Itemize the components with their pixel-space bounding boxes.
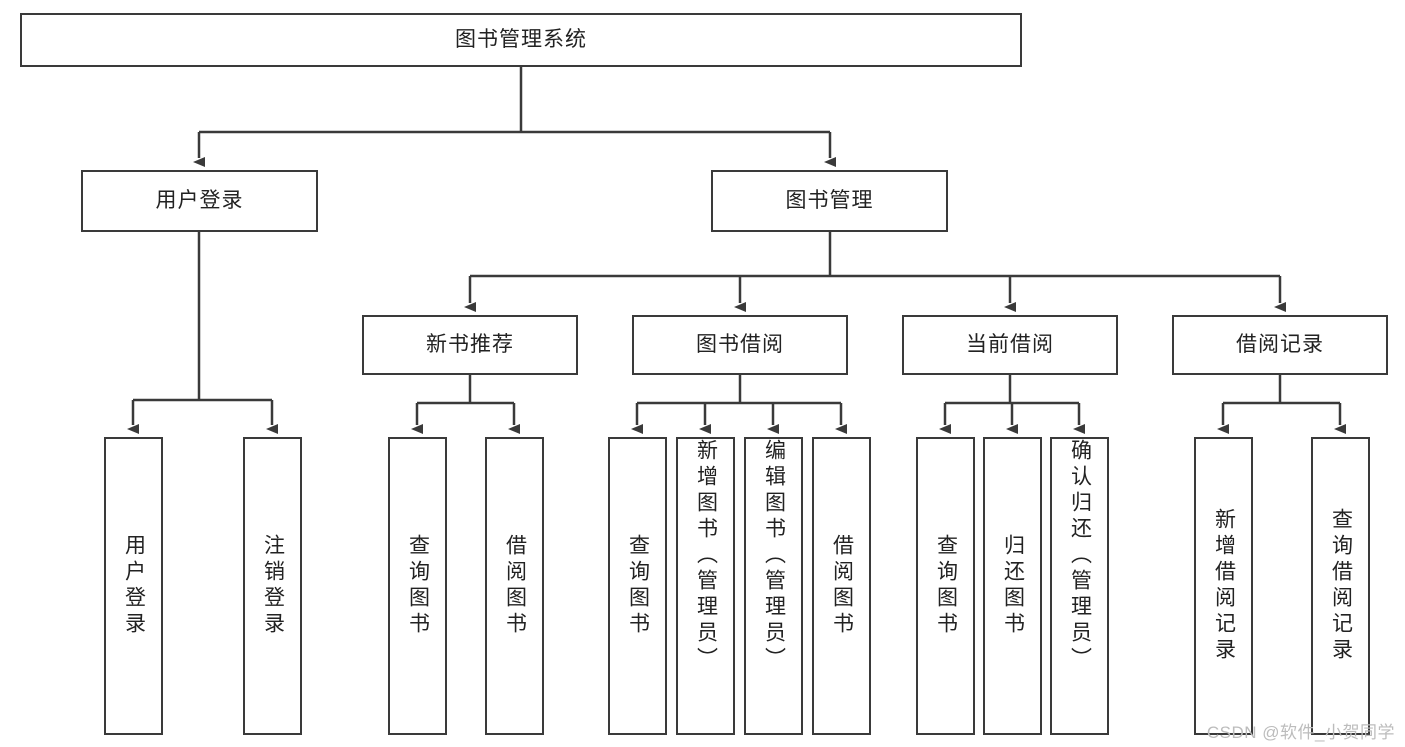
- node-root[interactable]: 图书管理系统: [20, 13, 1022, 67]
- leaf-confirm-return[interactable]: 确认归还（管理员）: [1050, 437, 1109, 735]
- leaf-user-login-label: 用户登录: [122, 534, 146, 638]
- leaf-query-book-1-label: 查询图书: [406, 534, 430, 638]
- leaf-borrow-book-2-label: 借阅图书: [830, 534, 854, 638]
- leaf-user-login[interactable]: 用户登录: [104, 437, 163, 735]
- leaf-query-book-3[interactable]: 查询图书: [916, 437, 975, 735]
- leaf-add-record-label: 新增借阅记录: [1212, 508, 1236, 664]
- leaf-add-book-label: 新增图书（管理员）: [694, 439, 718, 673]
- node-new-book-recommend-label: 新书推荐: [426, 332, 514, 356]
- node-current-borrow-label: 当前借阅: [966, 332, 1054, 356]
- leaf-query-book-1[interactable]: 查询图书: [388, 437, 447, 735]
- leaf-query-book-2-label: 查询图书: [626, 534, 650, 638]
- node-current-borrow[interactable]: 当前借阅: [902, 315, 1118, 375]
- leaf-borrow-book-2[interactable]: 借阅图书: [812, 437, 871, 735]
- node-book-borrow-label: 图书借阅: [696, 332, 784, 356]
- node-user-login[interactable]: 用户登录: [81, 170, 318, 232]
- node-borrow-record[interactable]: 借阅记录: [1172, 315, 1388, 375]
- csdn-watermark: CSDN @软件_小贺同学: [1206, 723, 1395, 742]
- node-root-label: 图书管理系统: [455, 27, 587, 51]
- leaf-edit-book[interactable]: 编辑图书（管理员）: [744, 437, 803, 735]
- leaf-user-logout[interactable]: 注销登录: [243, 437, 302, 735]
- node-book-borrow[interactable]: 图书借阅: [632, 315, 848, 375]
- leaf-query-book-3-label: 查询图书: [934, 534, 958, 638]
- leaf-borrow-book-1-label: 借阅图书: [503, 534, 527, 638]
- leaf-add-record[interactable]: 新增借阅记录: [1194, 437, 1253, 735]
- leaf-query-record-label: 查询借阅记录: [1329, 508, 1353, 664]
- leaf-return-book-label: 归还图书: [1001, 534, 1025, 638]
- leaf-confirm-return-label: 确认归还（管理员）: [1068, 439, 1092, 673]
- node-borrow-record-label: 借阅记录: [1236, 332, 1324, 356]
- node-new-book-recommend[interactable]: 新书推荐: [362, 315, 578, 375]
- node-user-login-label: 用户登录: [155, 188, 244, 212]
- leaf-query-record[interactable]: 查询借阅记录: [1311, 437, 1370, 735]
- leaf-edit-book-label: 编辑图书（管理员）: [762, 439, 786, 673]
- leaf-borrow-book-1[interactable]: 借阅图书: [485, 437, 544, 735]
- node-book-management[interactable]: 图书管理: [711, 170, 948, 232]
- leaf-user-logout-label: 注销登录: [261, 534, 285, 638]
- leaf-add-book[interactable]: 新增图书（管理员）: [676, 437, 735, 735]
- node-book-management-label: 图书管理: [785, 188, 874, 212]
- leaf-query-book-2[interactable]: 查询图书: [608, 437, 667, 735]
- leaf-return-book[interactable]: 归还图书: [983, 437, 1042, 735]
